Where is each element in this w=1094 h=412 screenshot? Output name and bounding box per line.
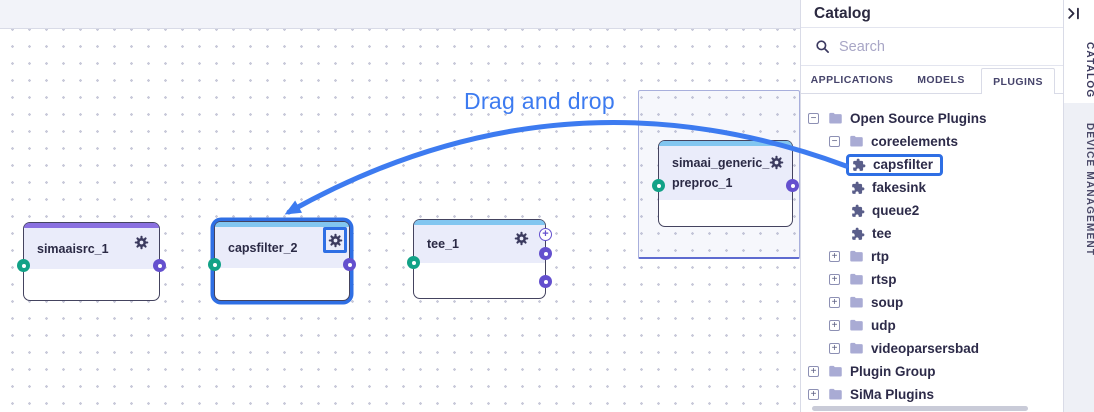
expand-icon[interactable] <box>829 251 840 262</box>
folder-icon <box>828 388 843 401</box>
node-title-area: simaai_generic_preproc_1 <box>659 146 792 200</box>
folder-icon <box>849 319 864 332</box>
tab-applications[interactable]: APPLICATIONS <box>801 66 903 94</box>
folder-icon <box>828 365 843 378</box>
tree-item-tee[interactable]: tee <box>801 222 1063 245</box>
canvas-toolbar <box>0 0 800 29</box>
tree-item-rtp[interactable]: rtp <box>801 245 1063 268</box>
tab-models[interactable]: MODELS <box>903 66 979 94</box>
node-capsfilter-2[interactable]: capsfilter_2 <box>208 221 356 301</box>
node-label: simaaisrc_1 <box>37 241 109 256</box>
add-port-icon[interactable] <box>539 228 552 241</box>
collapse-icon[interactable] <box>808 113 819 124</box>
folder-icon <box>849 250 864 263</box>
folder-icon <box>849 273 864 286</box>
catalog-header: Catalog <box>801 0 1063 28</box>
collapse-panel-icon[interactable] <box>1067 7 1081 20</box>
node-label: capsfilter_2 <box>228 240 298 255</box>
collapse-icon[interactable] <box>829 136 840 147</box>
node-title-area: simaaisrc_1 <box>24 228 159 269</box>
tree-item-udp[interactable]: udp <box>801 314 1063 337</box>
expand-icon[interactable] <box>829 320 840 331</box>
tree-item-sima-plugins[interactable]: SiMa Plugins <box>801 383 1063 406</box>
input-port[interactable] <box>407 256 420 269</box>
expand-icon[interactable] <box>829 343 840 354</box>
folder-icon <box>828 112 843 125</box>
search-input[interactable] <box>839 38 999 55</box>
side-tab-catalog[interactable]: CATALOG <box>1084 41 1094 99</box>
tree-item-soup[interactable]: soup <box>801 291 1063 314</box>
tree-item-queue2[interactable]: queue2 <box>801 199 1063 222</box>
search-bar[interactable] <box>801 28 1063 66</box>
tree-item-coreelements[interactable]: coreelements <box>801 130 1063 153</box>
puzzle-icon <box>851 227 865 241</box>
node-title-area: tee_1 <box>414 225 545 263</box>
node-tee-1[interactable]: tee_1 <box>407 219 552 299</box>
tree-item-capsfilter[interactable]: capsfilter <box>801 153 1063 176</box>
folder-icon <box>849 296 864 309</box>
plugins-tree: Open Source Plugins coreelements capsfil… <box>801 94 1063 404</box>
output-port[interactable] <box>153 259 166 272</box>
output-port-1[interactable] <box>539 247 552 260</box>
tree-item-rtsp[interactable]: rtsp <box>801 268 1063 291</box>
node-header-strip <box>215 222 349 227</box>
search-icon <box>815 39 830 54</box>
side-tab-device-management[interactable]: DEVICE MANAGEMENT <box>1084 123 1094 257</box>
drag-source-highlight: capsfilter <box>846 153 944 176</box>
node-title-area: capsfilter_2 <box>215 227 349 268</box>
node-simaai-generic-preproc-1[interactable]: simaai_generic_preproc_1 <box>652 140 799 227</box>
input-port[interactable] <box>652 179 665 192</box>
output-port[interactable] <box>343 258 356 271</box>
gear-icon[interactable] <box>769 155 784 170</box>
gear-icon[interactable] <box>514 231 529 246</box>
node-header-strip <box>414 220 545 225</box>
node-label: simaai_generic_preproc_1 <box>672 156 770 190</box>
side-tab-strip: CATALOG DEVICE MANAGEMENT <box>1063 0 1094 412</box>
gear-icon[interactable] <box>134 235 149 250</box>
expand-icon[interactable] <box>829 274 840 285</box>
tab-plugins[interactable]: PLUGINS <box>981 68 1055 94</box>
tabs-divider <box>979 66 981 94</box>
input-port[interactable] <box>208 258 221 271</box>
folder-icon <box>849 135 864 148</box>
puzzle-icon <box>852 158 866 172</box>
puzzle-icon <box>851 204 865 218</box>
catalog-panel: Catalog APPLICATIONS MODELS PLUGINS Open… <box>800 0 1063 412</box>
node-label: tee_1 <box>427 237 459 251</box>
node-header-strip <box>24 223 159 228</box>
output-port[interactable] <box>786 179 799 192</box>
panel-title: Catalog <box>814 4 871 22</box>
horizontal-scrollbar[interactable] <box>812 406 1028 411</box>
expand-icon[interactable] <box>808 389 819 400</box>
expand-icon[interactable] <box>808 366 819 377</box>
input-port[interactable] <box>17 259 30 272</box>
gear-highlight-box[interactable] <box>323 227 347 253</box>
gear-icon[interactable] <box>328 233 343 248</box>
node-simaaisrc-1[interactable]: simaaisrc_1 <box>17 222 166 301</box>
output-port-2[interactable] <box>539 275 552 288</box>
tree-item-plugin-group[interactable]: Plugin Group <box>801 360 1063 383</box>
tabs-filler <box>1055 66 1063 94</box>
tree-item-fakesink[interactable]: fakesink <box>801 176 1063 199</box>
puzzle-icon <box>851 181 865 195</box>
catalog-tabs: APPLICATIONS MODELS PLUGINS <box>801 66 1063 94</box>
folder-icon <box>849 342 864 355</box>
expand-icon[interactable] <box>829 297 840 308</box>
tree-item-videoparsersbad[interactable]: videoparsersbad <box>801 337 1063 360</box>
pipeline-canvas[interactable]: simaaisrc_1 capsfilter_2 tee_1 <box>0 0 800 412</box>
tree-item-open-source-plugins[interactable]: Open Source Plugins <box>801 107 1063 130</box>
